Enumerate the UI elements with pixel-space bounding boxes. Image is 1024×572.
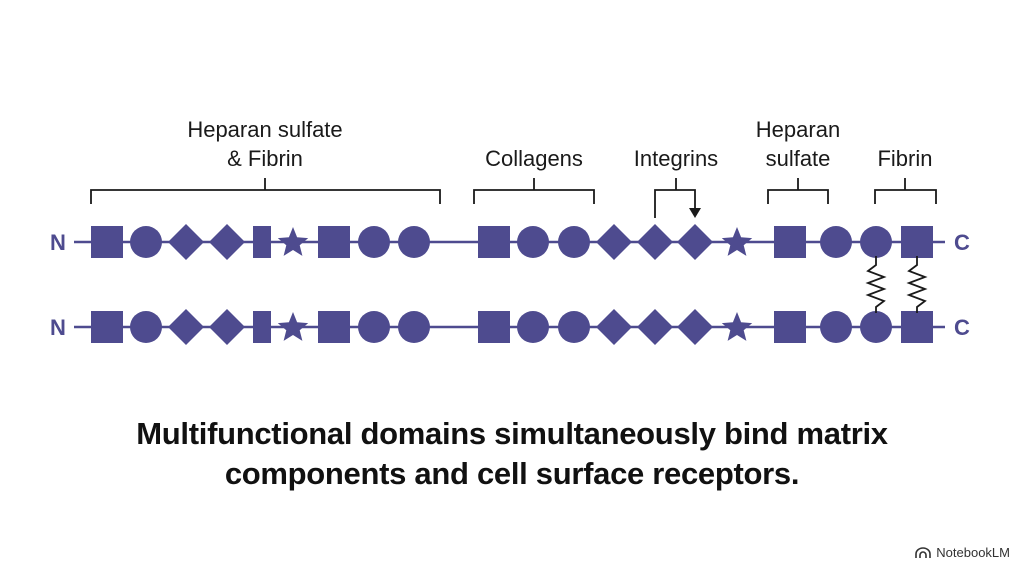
- top-domain-8-circle: [358, 226, 390, 258]
- bottom-domain-13-diamond: [596, 309, 632, 345]
- bracket-heparan-fibrin: [90, 178, 441, 204]
- bracket-collagens: [473, 178, 595, 204]
- bottom-domain-2-circle: [130, 311, 162, 343]
- label-collagens: Collagens: [485, 146, 583, 171]
- top-domain-15-diamond: [677, 224, 713, 260]
- n-terminal-bottom: N: [50, 315, 66, 340]
- bracket-heparan-sulfate: [767, 178, 829, 204]
- strand-bottom: [91, 309, 933, 345]
- bottom-domain-3-diamond: [168, 309, 204, 345]
- notebooklm-logo-icon: [915, 546, 932, 558]
- top-domain-11-circle: [517, 226, 549, 258]
- bottom-domain-19-circle: [860, 311, 892, 343]
- bottom-domain-7-square: [318, 311, 350, 343]
- bottom-domain-1-square: [91, 311, 123, 343]
- bottom-domain-15-diamond: [677, 309, 713, 345]
- top-domain-4-diamond: [209, 224, 245, 260]
- top-domain-6-star: [277, 227, 309, 256]
- brand-name: NotebookLM: [936, 545, 1010, 560]
- bottom-domain-16-star: [721, 312, 753, 341]
- bottom-domain-17-square: [774, 311, 806, 343]
- strand-top: [91, 224, 933, 260]
- top-domain-10-square: [478, 226, 510, 258]
- label-heparan-sulfate-line2: sulfate: [766, 146, 831, 171]
- label-heparan-fibrin-line1: Heparan sulfate: [187, 117, 342, 142]
- label-heparan-fibrin-line2: & Fibrin: [227, 146, 303, 171]
- top-domain-5-rect: [253, 226, 271, 258]
- top-domain-3-diamond: [168, 224, 204, 260]
- top-domain-18-circle: [820, 226, 852, 258]
- top-domain-2-circle: [130, 226, 162, 258]
- label-heparan-sulfate-line1: Heparan: [756, 117, 840, 142]
- caption-line-2: components and cell surface receptors.: [224, 456, 800, 491]
- domain-diagram: N C N C Heparan sulfate & Fibrin Collage…: [50, 117, 970, 345]
- caption: Multifunctional domains simultaneously b…: [0, 414, 1024, 494]
- label-fibrin: Fibrin: [877, 146, 932, 171]
- bottom-domain-9-circle: [398, 311, 430, 343]
- bottom-domain-12-circle: [558, 311, 590, 343]
- label-integrins: Integrins: [634, 146, 718, 171]
- top-domain-19-circle: [860, 226, 892, 258]
- top-domain-20-square: [901, 226, 933, 258]
- bottom-domain-5-rect: [253, 311, 271, 343]
- top-domain-14-diamond: [637, 224, 673, 260]
- bottom-domain-11-circle: [517, 311, 549, 343]
- bottom-domain-20-square: [901, 311, 933, 343]
- crosslink-spring-2: [906, 256, 928, 313]
- integrins-arrow-head: [689, 208, 701, 218]
- top-domain-13-diamond: [596, 224, 632, 260]
- bottom-domain-10-square: [478, 311, 510, 343]
- top-domain-16-star: [721, 227, 753, 256]
- n-terminal-top: N: [50, 230, 66, 255]
- bottom-domain-4-diamond: [209, 309, 245, 345]
- bracket-fibrin: [874, 178, 937, 204]
- top-domain-7-square: [318, 226, 350, 258]
- caption-line-1: Multifunctional domains simultaneously b…: [136, 416, 888, 451]
- crosslink-spring-1: [865, 256, 887, 313]
- top-domain-9-circle: [398, 226, 430, 258]
- top-domain-1-square: [91, 226, 123, 258]
- c-terminal-bottom: C: [954, 315, 970, 340]
- top-domain-17-square: [774, 226, 806, 258]
- brand-watermark: NotebookLM: [915, 545, 1010, 560]
- bottom-domain-18-circle: [820, 311, 852, 343]
- bottom-domain-8-circle: [358, 311, 390, 343]
- bottom-domain-6-star: [277, 312, 309, 341]
- bottom-domain-14-diamond: [637, 309, 673, 345]
- top-domain-12-circle: [558, 226, 590, 258]
- bracket-integrins: [654, 178, 696, 218]
- c-terminal-top: C: [954, 230, 970, 255]
